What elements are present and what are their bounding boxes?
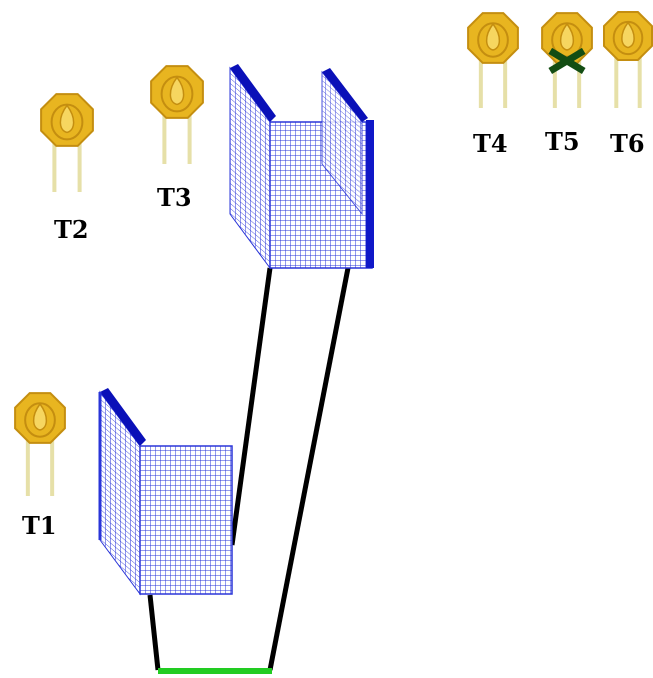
target-emblem — [621, 21, 635, 49]
target-t4 — [467, 12, 519, 108]
left-strut-lower — [147, 594, 161, 671]
target-emblem — [169, 76, 185, 106]
lower-basket — [98, 388, 233, 596]
upper-basket-right-side — [321, 70, 363, 216]
target-label-t1: T1 — [22, 511, 57, 540]
target-emblem — [32, 402, 48, 431]
targets-layer — [14, 11, 653, 496]
upper-basket-right-top — [322, 68, 368, 122]
target-label-t2: T2 — [54, 215, 89, 244]
upper-basket-right-edge — [366, 120, 374, 268]
target-emblem — [485, 22, 501, 51]
upper-basket-left-side — [229, 66, 271, 270]
left-strut-upper — [229, 267, 273, 546]
lower-basket-front-panel — [139, 445, 233, 595]
upper-basket — [229, 64, 374, 270]
connection-lines — [147, 267, 351, 674]
target-t1 — [14, 392, 66, 496]
target-label-t3: T3 — [157, 183, 192, 212]
target-emblem — [559, 22, 575, 51]
target-t3 — [150, 65, 204, 164]
target-emblem — [59, 104, 75, 134]
target-label-t6: T6 — [610, 129, 645, 158]
target-t2 — [40, 93, 94, 192]
target-t5 — [541, 12, 593, 108]
lower-basket-side-panel — [99, 390, 141, 596]
lower-basket-top-edge — [100, 388, 146, 446]
right-strut — [267, 267, 351, 671]
upper-basket-left-top — [230, 64, 276, 122]
x-mark-icon-stroke — [548, 47, 586, 74]
target-t6 — [603, 11, 653, 108]
target-label-t5: T5 — [545, 127, 580, 156]
target-label-t4: T4 — [473, 129, 508, 158]
